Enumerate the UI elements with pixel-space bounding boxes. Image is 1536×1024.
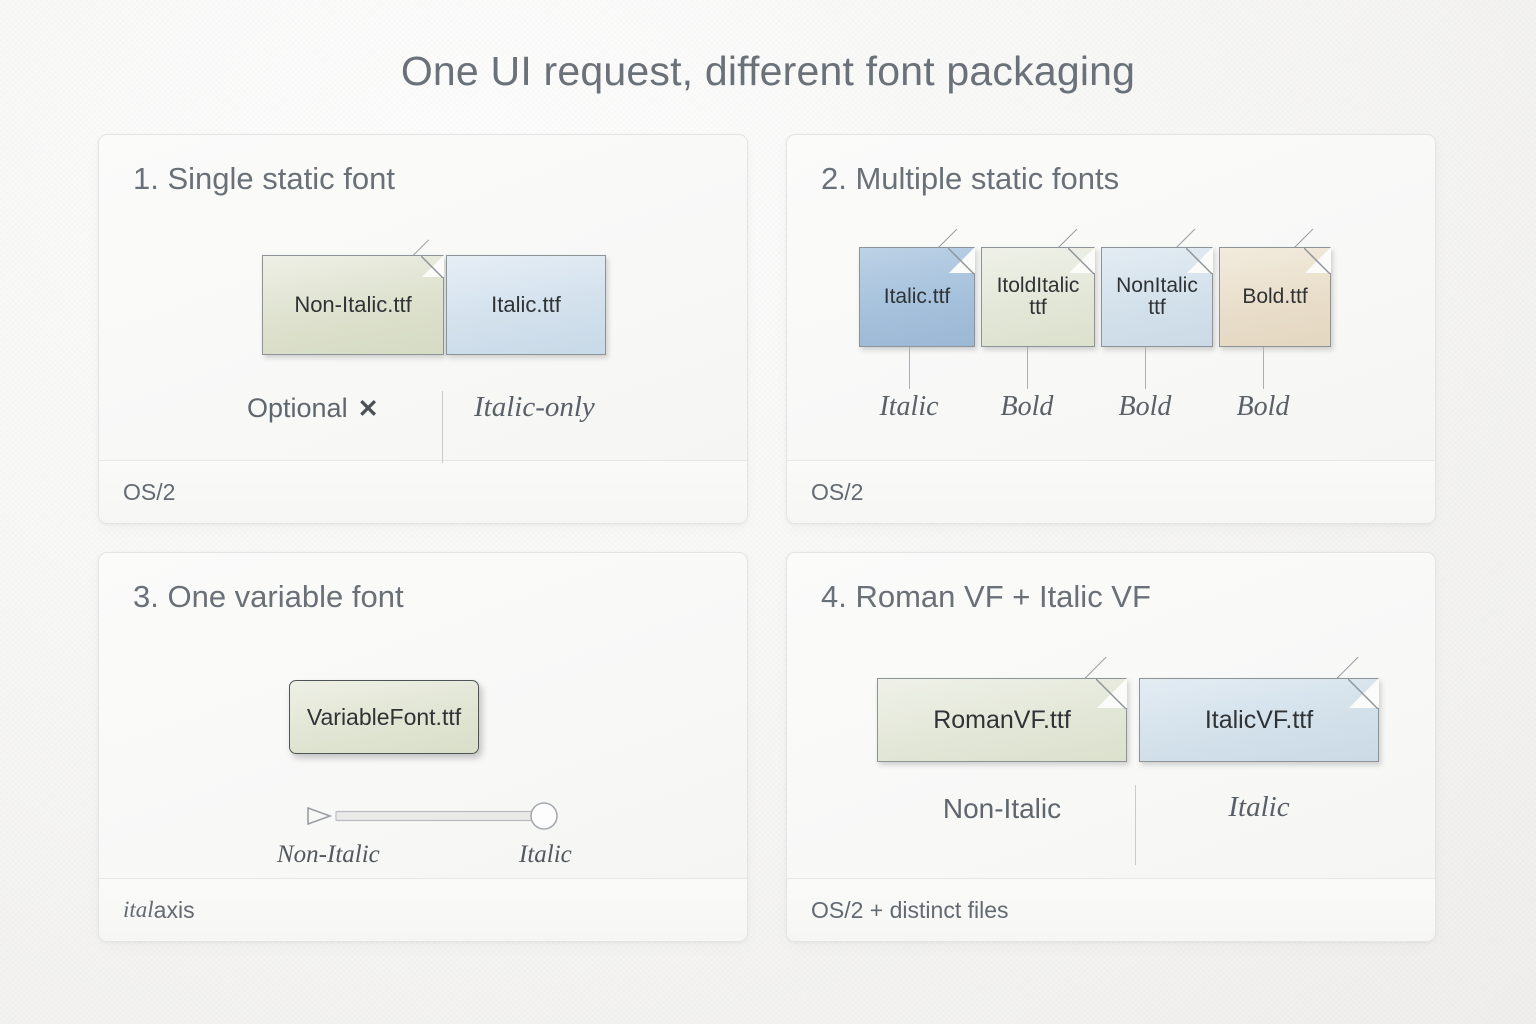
connector-line	[1263, 347, 1264, 389]
optional-label: Optional	[247, 393, 348, 423]
italic-label: Italic	[1228, 791, 1290, 823]
panel-body: 2. Multiple static fonts Italic.ttf Itol…	[787, 135, 1435, 460]
slider-max-label: Italic	[519, 841, 572, 868]
cross-icon: ✕	[357, 395, 379, 423]
panel-footer: OS/2 + distinct files	[787, 878, 1435, 941]
connector-line	[909, 347, 910, 389]
slider-knob	[530, 802, 558, 830]
file-card-italic[interactable]: Italic.ttf	[859, 247, 975, 347]
slider-track	[335, 810, 545, 822]
file-card-italic-vf[interactable]: ItalicVF.ttf	[1139, 678, 1379, 762]
panel-single-static-font: 1. Single static font Non-Italic.ttf Ita…	[98, 134, 748, 524]
folded-corner-icon	[1348, 679, 1378, 709]
slider-min-label: Non-Italic	[277, 841, 380, 868]
italic-only-label: Italic-only	[474, 391, 595, 423]
panel-body: 4. Roman VF + Italic VF RomanVF.ttf Ital…	[787, 553, 1435, 878]
optional-caption: Optional ✕	[247, 393, 379, 424]
panel-heading: 3. One variable font	[133, 579, 404, 614]
file-card-italic[interactable]: Italic.ttf	[446, 255, 606, 355]
file-card-variable-font[interactable]: VariableFont.ttf	[289, 680, 479, 754]
file-card-label: Italic.ttf	[491, 292, 561, 318]
file-card-name: NonItalic	[1116, 273, 1198, 297]
non-italic-label: Non-Italic	[942, 793, 1062, 824]
play-triangle-icon	[307, 806, 333, 826]
card-tag: Bold	[1000, 391, 1054, 422]
panel-footer-label: OS/2	[811, 478, 864, 505]
panel-body: 3. One variable font VariableFont.ttf No…	[99, 553, 747, 878]
file-card-label: RomanVF.ttf	[933, 705, 1071, 734]
file-card-label: Non-Italic.ttf	[294, 292, 412, 318]
panel-body: 1. Single static font Non-Italic.ttf Ita…	[99, 135, 747, 463]
panel-heading: 2. Multiple static fonts	[821, 161, 1120, 196]
file-card-label: Bold.ttf	[1242, 284, 1308, 308]
folded-corner-icon	[1096, 679, 1126, 709]
ital-axis-slider[interactable]	[304, 801, 564, 831]
panel-grid: 1. Single static font Non-Italic.ttf Ita…	[98, 134, 1438, 942]
panel-heading: 4. Roman VF + Italic VF	[821, 579, 1151, 614]
file-card-label: ItalicVF.ttf	[1204, 705, 1314, 734]
panel-footer-emphasis: ital	[123, 897, 154, 922]
file-card-ext: ttf	[1029, 296, 1047, 319]
file-card-roman-vf[interactable]: RomanVF.ttf	[877, 678, 1127, 762]
card-tag: Bold	[1118, 391, 1172, 422]
file-card-name: ItoldItalic	[996, 273, 1080, 297]
folded-corner-icon	[1304, 248, 1330, 274]
card-tag: Italic	[879, 391, 939, 422]
panel-footer-label: axis	[153, 896, 195, 923]
file-card-bold[interactable]: Bold.ttf	[1219, 247, 1331, 347]
card-tag: Bold	[1236, 391, 1290, 422]
connector-line	[1027, 347, 1028, 389]
panel-heading: 1. Single static font	[133, 161, 395, 196]
caption-divider	[442, 391, 443, 463]
panel-footer: ital axis	[99, 878, 747, 941]
folded-corner-icon	[948, 248, 974, 274]
file-card-label: VariableFont.ttf	[306, 703, 462, 730]
file-card-non-italic[interactable]: Non-Italic.ttf	[262, 255, 444, 355]
page-title: One UI request, different font packaging	[400, 48, 1136, 94]
panel-one-variable-font: 3. One variable font VariableFont.ttf No…	[98, 552, 748, 942]
panel-multiple-static-fonts: 2. Multiple static fonts Italic.ttf Itol…	[786, 134, 1436, 524]
panel-footer-label: OS/2 + distinct files	[811, 896, 1009, 923]
panel-footer: OS/2	[99, 460, 747, 523]
caption-divider	[1135, 785, 1136, 865]
connector-line	[1145, 347, 1146, 389]
folded-corner-icon	[1186, 248, 1212, 274]
folded-corner-icon	[1068, 248, 1094, 274]
folded-corner-icon	[421, 256, 443, 278]
panel-footer-label: OS/2	[123, 478, 176, 505]
file-card-label: Italic.ttf	[883, 284, 951, 308]
panel-roman-vf-italic-vf: 4. Roman VF + Italic VF RomanVF.ttf Ital…	[786, 552, 1436, 942]
file-card-ext: ttf	[1148, 296, 1166, 319]
panel-footer: OS/2	[787, 460, 1435, 523]
